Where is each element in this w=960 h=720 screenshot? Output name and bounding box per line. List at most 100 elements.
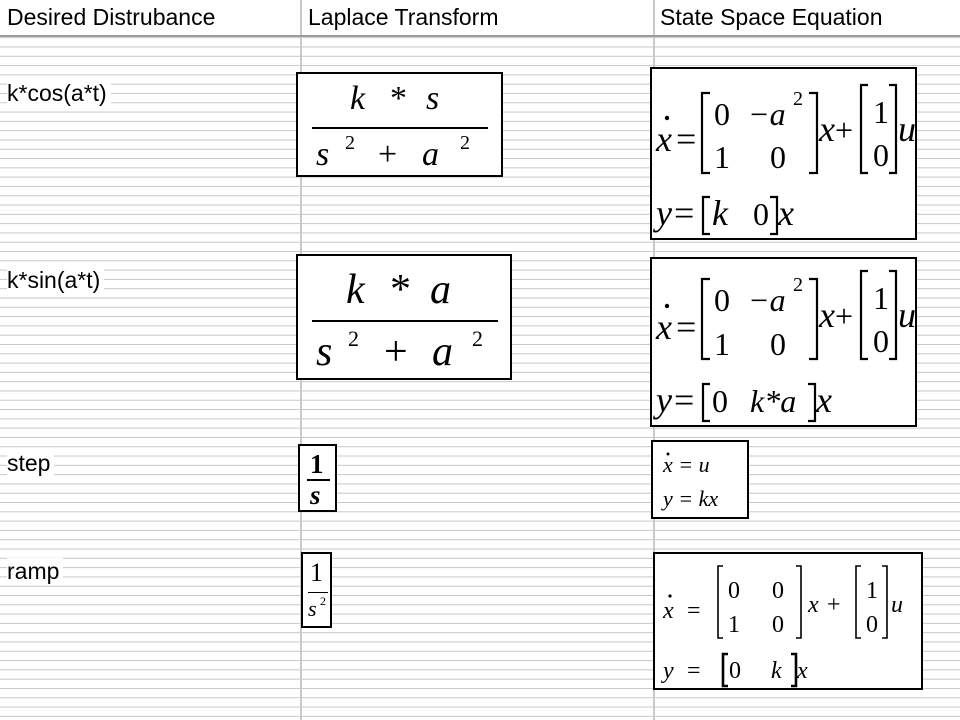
vector-bracket-right bbox=[889, 269, 898, 361]
a-11: 0 bbox=[714, 96, 730, 132]
matrix-bracket-right bbox=[809, 277, 819, 361]
laplace-den-s: s bbox=[310, 480, 321, 510]
laplace-num-1: 1 bbox=[310, 558, 323, 587]
matrix-bracket-left bbox=[700, 91, 710, 175]
laplace-num-a: a bbox=[430, 267, 451, 313]
laplace-den-plus: + bbox=[378, 136, 398, 173]
equals-sign: = bbox=[674, 193, 694, 233]
dot-mark bbox=[664, 115, 670, 121]
y-output: y bbox=[661, 658, 674, 684]
state-equation-sin: x = 0 −a 2 1 0 x + 1 0 u y = 0 k*a x bbox=[653, 269, 915, 423]
header-laplace-transform: Laplace Transform bbox=[308, 4, 499, 30]
laplace-box-sin: k * a s 2 + a 2 bbox=[296, 254, 512, 380]
header-state-space-equation: State Space Equation bbox=[660, 4, 883, 30]
c-1: k bbox=[712, 193, 729, 233]
laplace-den-s: s bbox=[316, 136, 330, 173]
fraction-bar bbox=[307, 479, 330, 481]
laplace-den-exp2: 2 bbox=[460, 132, 470, 154]
state-box-sin: x = 0 −a 2 1 0 x + 1 0 u y = 0 k*a x bbox=[650, 257, 917, 427]
vector-bracket-left bbox=[855, 565, 861, 639]
x-state: x bbox=[818, 295, 835, 335]
laplace-den-s: s bbox=[316, 329, 333, 375]
a-12: 0 bbox=[772, 578, 784, 604]
a-12-exp: 2 bbox=[793, 274, 803, 296]
row-bracket-left bbox=[721, 652, 728, 688]
laplace-den-a: a bbox=[432, 329, 453, 375]
x-state: x bbox=[815, 380, 832, 420]
c-2: 0 bbox=[753, 196, 769, 232]
b-1: 1 bbox=[873, 94, 889, 130]
c-2: k*a bbox=[750, 383, 796, 419]
row-bracket-left bbox=[701, 382, 710, 423]
laplace-box-step: 1 s bbox=[298, 444, 337, 512]
fraction-bar bbox=[308, 592, 328, 593]
row-bracket-right bbox=[791, 652, 798, 688]
laplace-num-op: * bbox=[390, 267, 411, 313]
laplace-box-cos: k * s s 2 + a 2 bbox=[296, 72, 503, 177]
a-22: 0 bbox=[772, 612, 784, 638]
laplace-box-ramp: 1 s 2 bbox=[301, 552, 332, 628]
vector-bracket-left bbox=[859, 83, 868, 175]
laplace-den-exp1: 2 bbox=[345, 132, 355, 154]
laplace-den-s: s bbox=[308, 596, 317, 621]
state-box-step: x = u y = kx bbox=[651, 440, 749, 519]
laplace-num-k: k bbox=[346, 267, 365, 313]
row-label-step: step bbox=[7, 450, 55, 477]
vector-bracket-left bbox=[859, 269, 868, 361]
matrix-bracket-right bbox=[796, 565, 802, 639]
equals-sign: = bbox=[676, 307, 696, 347]
c-2: k bbox=[771, 658, 782, 684]
u-input: u bbox=[891, 592, 903, 618]
matrix-bracket-left bbox=[717, 565, 723, 639]
row-label-cos: k*cos(a*t) bbox=[7, 80, 111, 107]
step-line-1: x = u bbox=[662, 452, 710, 477]
a-11: 0 bbox=[714, 282, 730, 318]
u-input: u bbox=[898, 109, 915, 149]
a-22: 0 bbox=[770, 139, 786, 175]
a-12-exp: 2 bbox=[793, 88, 803, 110]
laplace-den-plus: + bbox=[384, 329, 408, 375]
fraction-bar bbox=[312, 320, 498, 322]
laplace-num-op: * bbox=[390, 80, 407, 117]
xdot-symbol: x bbox=[662, 598, 674, 624]
laplace-num-k: k bbox=[350, 80, 366, 117]
matrix-bracket-left bbox=[700, 277, 710, 361]
x-state: x bbox=[777, 193, 794, 233]
a-12: −a bbox=[748, 96, 786, 132]
state-equation-ramp: x = 0 0 1 0 x + 1 0 u y = 0 k x bbox=[661, 565, 903, 688]
state-box-ramp: x = 0 0 1 0 x + 1 0 u y = 0 k x bbox=[653, 552, 923, 690]
plus-sign: + bbox=[827, 592, 841, 618]
state-equation-step: x = u y = kx bbox=[661, 452, 718, 511]
equals-sign: = bbox=[687, 658, 701, 684]
row-label-sin: k*sin(a*t) bbox=[7, 267, 105, 294]
a-21: 1 bbox=[728, 612, 740, 638]
equals-sign: = bbox=[676, 119, 696, 159]
c-1: 0 bbox=[729, 658, 741, 684]
plus-sign: + bbox=[835, 298, 853, 334]
row-label-ramp: ramp bbox=[7, 558, 64, 585]
laplace-den-exp: 2 bbox=[320, 594, 326, 608]
vector-bracket-right bbox=[889, 83, 898, 175]
state-equation-cos: x = 0 −a 2 1 0 x + 1 0 u y = k 0 x bbox=[653, 83, 915, 236]
a-21: 1 bbox=[714, 326, 730, 362]
b-2: 0 bbox=[873, 137, 889, 173]
laplace-den-exp2: 2 bbox=[472, 326, 483, 351]
b-1: 1 bbox=[873, 280, 889, 316]
a-12: −a bbox=[748, 282, 786, 318]
x-state: x bbox=[818, 109, 835, 149]
equals-sign: = bbox=[674, 380, 694, 420]
matrix-bracket-right bbox=[809, 91, 819, 175]
vector-bracket-right bbox=[882, 565, 888, 639]
b-1: 1 bbox=[866, 578, 878, 604]
b-2: 0 bbox=[873, 323, 889, 359]
b-2: 0 bbox=[866, 612, 878, 638]
row-bracket-right bbox=[770, 195, 779, 236]
laplace-den-a: a bbox=[422, 136, 439, 173]
c-1: 0 bbox=[712, 383, 728, 419]
plus-sign: + bbox=[835, 112, 853, 148]
header-row bbox=[0, 0, 960, 35]
a-11: 0 bbox=[728, 578, 740, 604]
y-output: y bbox=[653, 380, 672, 420]
header-divider bbox=[0, 35, 960, 37]
xdot-symbol: x bbox=[655, 307, 672, 347]
